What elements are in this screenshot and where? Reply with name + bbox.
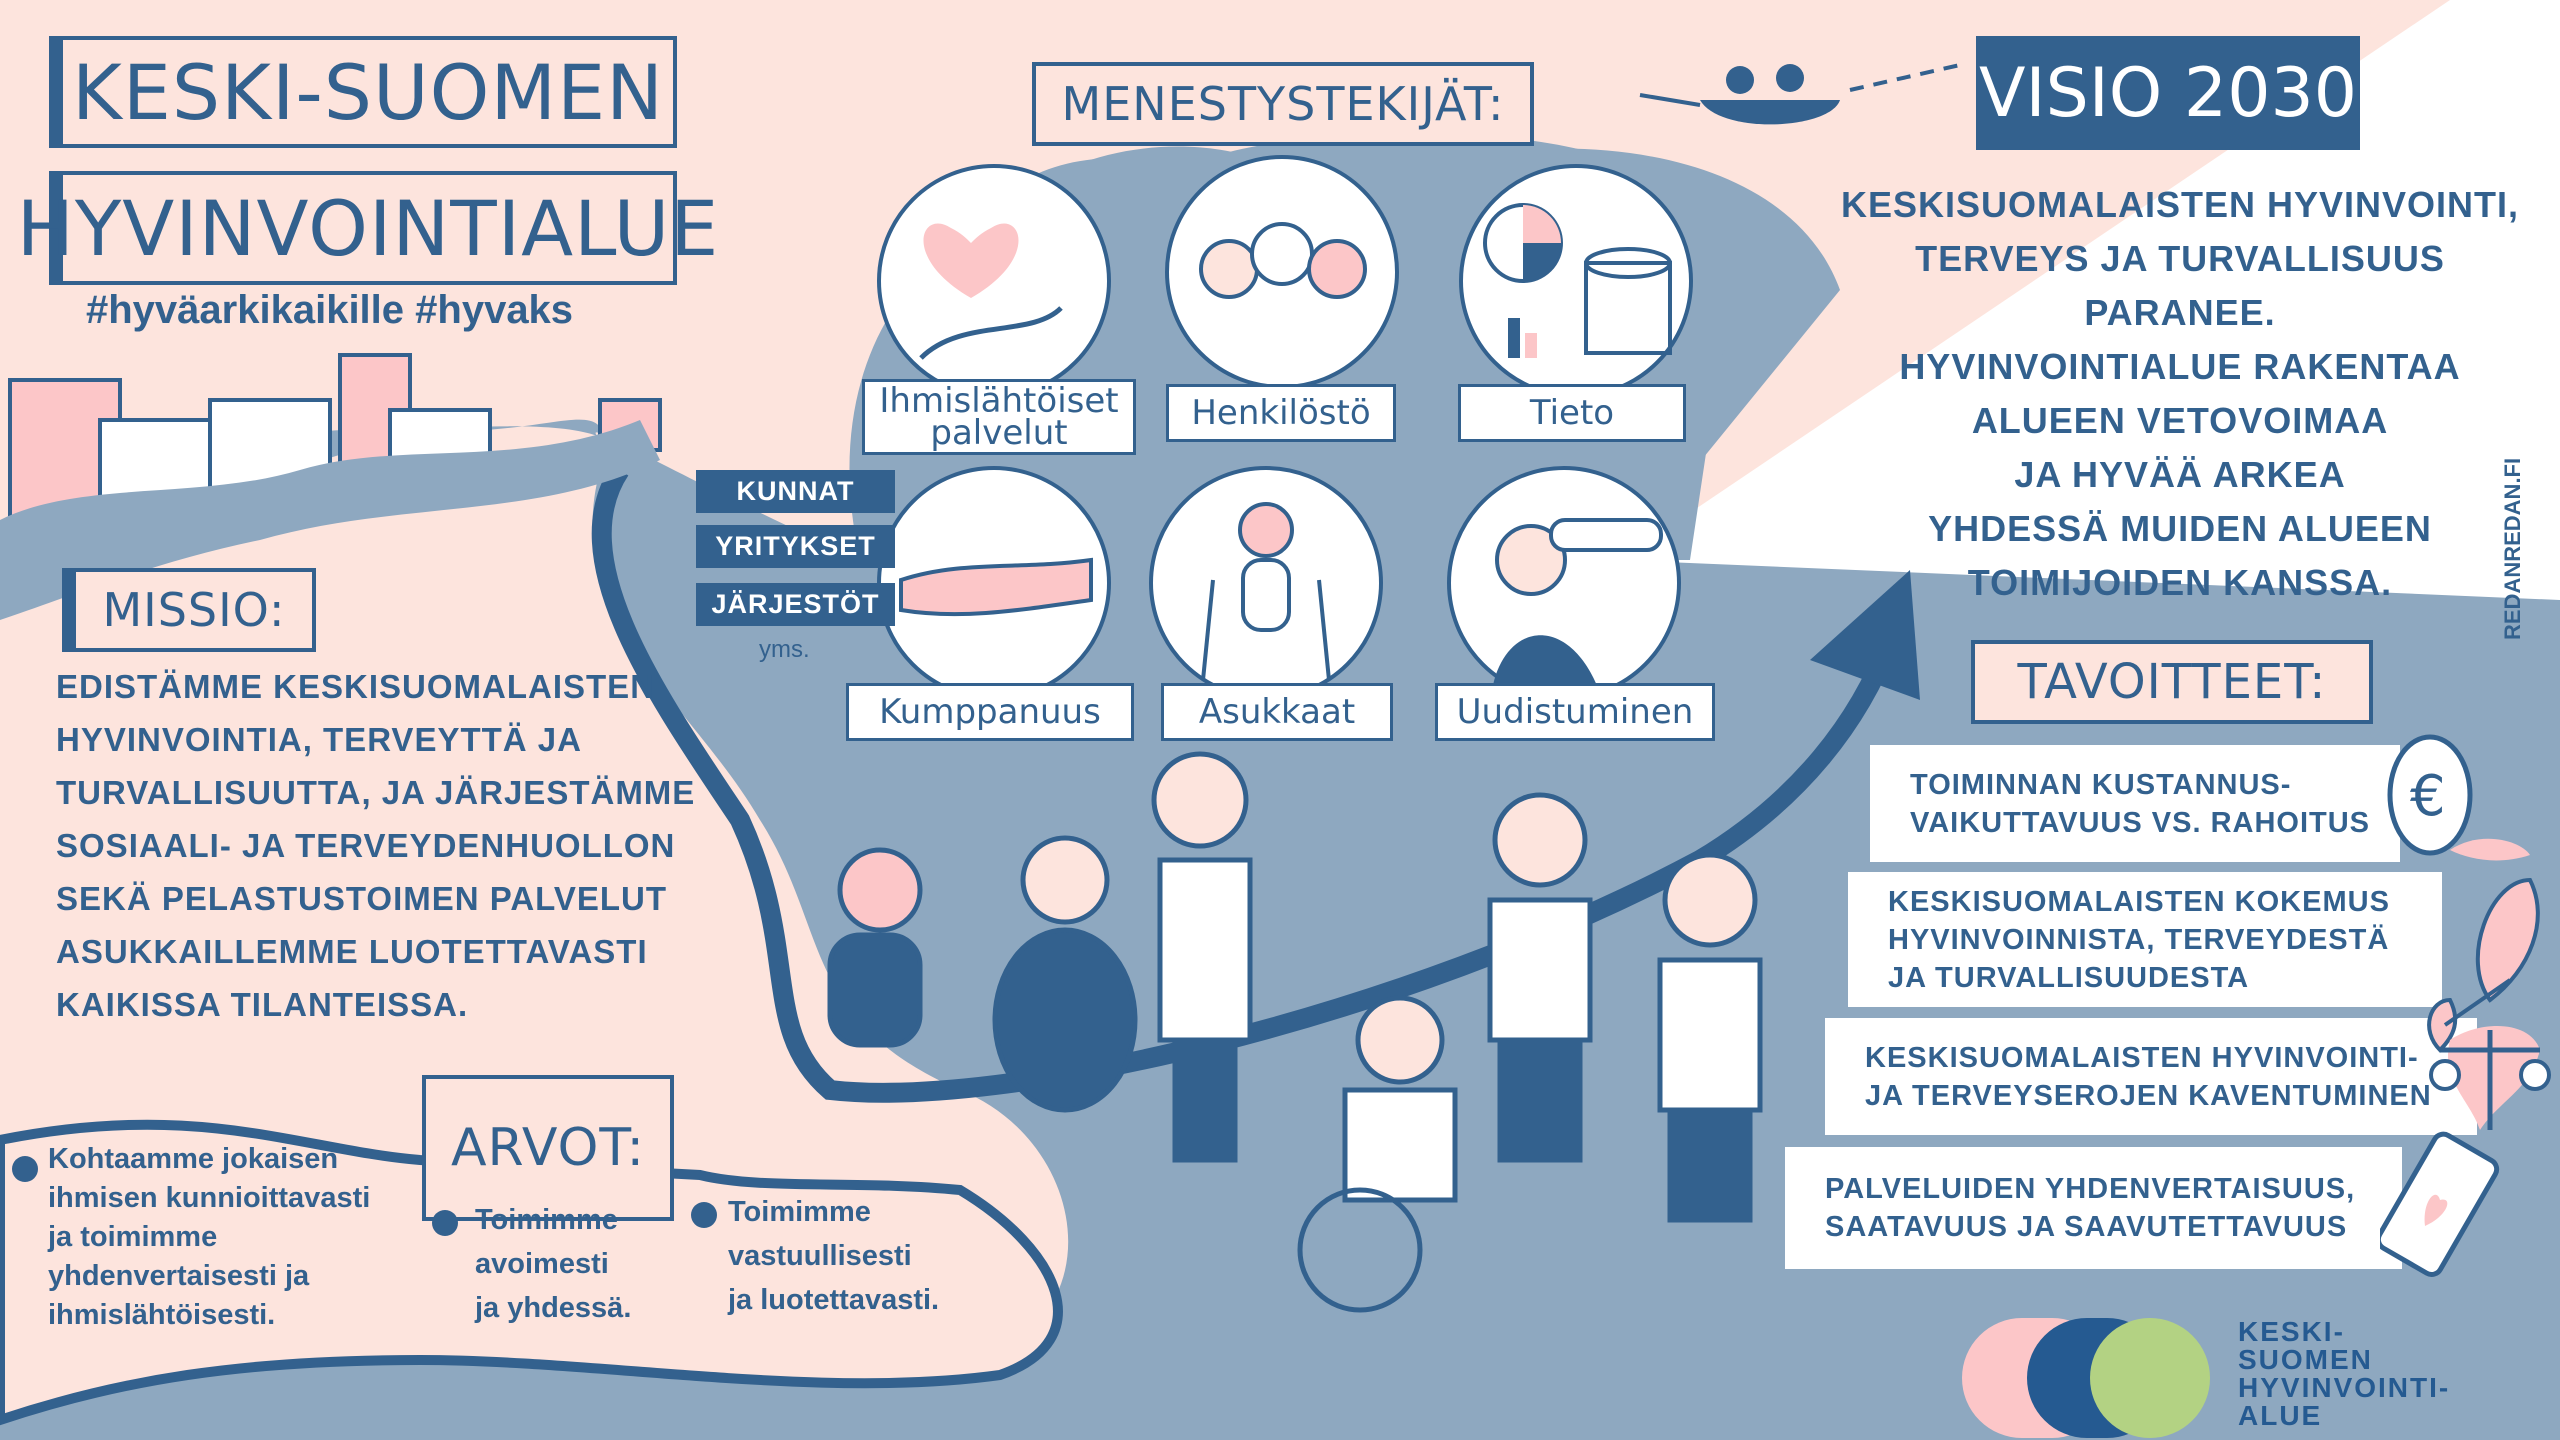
vision-line: HYVINVOINTIALUE RAKENTAA: [1899, 346, 2461, 387]
vision-heading: VISIO 2030: [1976, 36, 2360, 150]
scales-icon: [2429, 1026, 2551, 1130]
factor-label-tieto: Tieto: [1458, 384, 1686, 442]
mission-text: EDISTÄMME KESKISUOMALAISTEN HYVINVOINTIA…: [56, 660, 695, 1031]
goal-item-3: KESKISUOMALAISTEN HYVINVOINTI- JA TERVEY…: [1825, 1018, 2477, 1135]
bullet-icon: [12, 1156, 38, 1182]
mission-line: TURVALLISUUTTA, JA JÄRJESTÄMME: [56, 774, 696, 811]
title-line1: KESKI-SUOMEN: [59, 36, 677, 148]
value-item-2: Toimimme avoimesti ja yhdessä.: [475, 1198, 631, 1330]
partner-tag-jarjestot: JÄRJESTÖT: [696, 583, 895, 626]
town-houses: [8, 353, 662, 532]
partner-tag-yritykset: YRITYKSET: [696, 525, 895, 568]
growth-path-arrow: [591, 464, 1900, 1103]
bullet-icon: [691, 1202, 717, 1228]
vision-line: JA HYVÄÄ ARKEA: [2014, 454, 2346, 495]
goal-line: PALVELUIDEN YHDENVERTAISUUS,: [1825, 1173, 2356, 1205]
partner-tag-kunnat: KUNNAT: [696, 470, 895, 513]
mission-line: HYVINVOINTIA, TERVEYTTÄ JA: [56, 721, 582, 758]
value-line: ihmislähtöisesti.: [48, 1299, 276, 1331]
logo-line: SUOMEN: [2238, 1344, 2373, 1375]
white-wedge: [1620, 0, 2560, 610]
goal-item-1: TOIMINNAN KUSTANNUS- VAIKUTTAVUUS VS. RA…: [1870, 745, 2400, 862]
value-item-3: Toimimme vastuullisesti ja luotettavasti…: [728, 1190, 939, 1322]
hashtags: #hyväarkikaikille #hyvaks: [86, 288, 574, 332]
values-blob: [0, 1119, 1063, 1426]
vision-line: TOIMIJOIDEN KANSSA.: [1967, 562, 2393, 603]
goal-icons: €: [2380, 734, 2551, 1277]
value-line: Toimimme: [475, 1204, 618, 1236]
factor-label-uudistuminen: Uudistuminen: [1435, 683, 1715, 741]
mission-line: KAIKISSA TILANTEISSA.: [56, 986, 469, 1023]
title-line2: HYVINVOINTIALUE: [17, 171, 718, 285]
arrowhead: [1810, 570, 1920, 700]
goal-item-2: KESKISUOMALAISTEN KOKEMUS HYVINVOINNISTA…: [1848, 872, 2442, 1007]
partners-more: yms.: [759, 636, 810, 663]
goal-item-4: PALVELUIDEN YHDENVERTAISUUS, SAATAVUUS J…: [1785, 1147, 2402, 1269]
heart-hand-icon: [877, 164, 1111, 398]
value-line: vastuullisesti: [728, 1240, 912, 1272]
vision-line: TERVEYS JA TURVALLISUUS: [1915, 238, 2445, 279]
goal-line: VAIKUTTAVUUS VS. RAHOITUS: [1910, 806, 2371, 839]
value-line: ja yhdessä.: [475, 1292, 632, 1324]
rowing-boat-icon: [1639, 63, 1961, 125]
goal-line: JA TURVALLISUUDESTA: [1888, 961, 2250, 994]
vision-line: YHDESSÄ MUIDEN ALUEEN: [1928, 508, 2432, 549]
goal-line: HYVINVOINNISTA, TERVEYDESTÄ: [1888, 923, 2390, 956]
goal-line: JA TERVEYSEROJEN KAVENTUMINEN: [1865, 1079, 2432, 1112]
value-line: ja luotettavasti.: [728, 1284, 940, 1316]
factor-label-ihmislahtoiset: Ihmislähtöiset palvelut: [862, 379, 1136, 455]
goal-line: KESKISUOMALAISTEN HYVINVOINTI-: [1865, 1041, 2419, 1074]
svg-text:€: €: [2410, 764, 2446, 829]
mission-line: SOSIAALI- JA TERVEYDENHUOLLON: [56, 827, 676, 864]
staff-people-icon: [1165, 155, 1399, 389]
value-line: avoimesti: [475, 1248, 609, 1280]
logo-text: KESKI- SUOMEN HYVINVOINTI- ALUE: [2238, 1318, 2450, 1430]
value-line: Toimimme: [728, 1196, 871, 1228]
mission-line: ASUKKAILLEMME LUOTETTAVASTI: [56, 933, 648, 970]
mission-line: EDISTÄMME KESKISUOMALAISTEN: [56, 668, 656, 705]
factor-label-henkilosto: Henkilöstö: [1166, 384, 1396, 442]
data-chart-icon: [1459, 164, 1693, 398]
goal-line: KESKISUOMALAISTEN KOKEMUS: [1888, 885, 2390, 918]
success-factors-heading: MENESTYSTEKIJÄT:: [1032, 62, 1534, 146]
vision-text: KESKISUOMALAISTEN HYVINVOINTI, TERVEYS J…: [1770, 178, 2560, 610]
people-group-illustration: [827, 751, 1763, 1313]
resident-walking-icon: [1149, 466, 1383, 700]
value-item-1: Kohtaamme jokaisen ihmisen kunnioittavas…: [48, 1140, 370, 1335]
goal-line: TOIMINNAN KUSTANNUS-: [1910, 768, 2292, 801]
value-line: ja toimimme: [48, 1221, 218, 1253]
euro-coin-icon: €: [2387, 734, 2530, 861]
values-heading: ARVOT:: [422, 1075, 674, 1221]
logo-mark: [1962, 1318, 2210, 1438]
mission-heading: MISSIO:: [72, 568, 316, 652]
credit: REDANREDAN.FI: [2500, 457, 2525, 640]
hills: [0, 420, 660, 620]
phone-heart-icon: [2380, 1131, 2500, 1277]
vision-line: PARANEE.: [2084, 292, 2276, 333]
hearts-arrow-icon: [2427, 877, 2540, 1053]
mission-line: SEKÄ PELASTUSTOIMEN PALVELUT: [56, 880, 668, 917]
factor-label-asukkaat: Asukkaat: [1161, 683, 1393, 741]
vision-line: KESKISUOMALAISTEN HYVINVOINTI,: [1840, 184, 2520, 225]
logo-line: HYVINVOINTI-: [2238, 1372, 2451, 1403]
binoculars-icon: [1447, 466, 1681, 700]
handshake-icon: [877, 466, 1111, 700]
value-line: ihmisen kunnioittavasti: [48, 1182, 371, 1214]
logo-line: KESKI-: [2238, 1316, 2345, 1347]
value-line: Kohtaamme jokaisen: [48, 1143, 339, 1175]
goal-line: SAATAVUUS JA SAAVUTETTAVUUS: [1825, 1211, 2348, 1243]
logo-line: ALUE: [2238, 1400, 2323, 1431]
bullet-icon: [432, 1210, 458, 1236]
vision-line: ALUEEN VETOVOIMAA: [1971, 400, 2389, 441]
factor-label-kumppanuus: Kumppanuus: [846, 683, 1134, 741]
goals-heading: TAVOITTEET:: [1971, 640, 2373, 724]
value-line: yhdenvertaisesti ja: [48, 1260, 310, 1292]
